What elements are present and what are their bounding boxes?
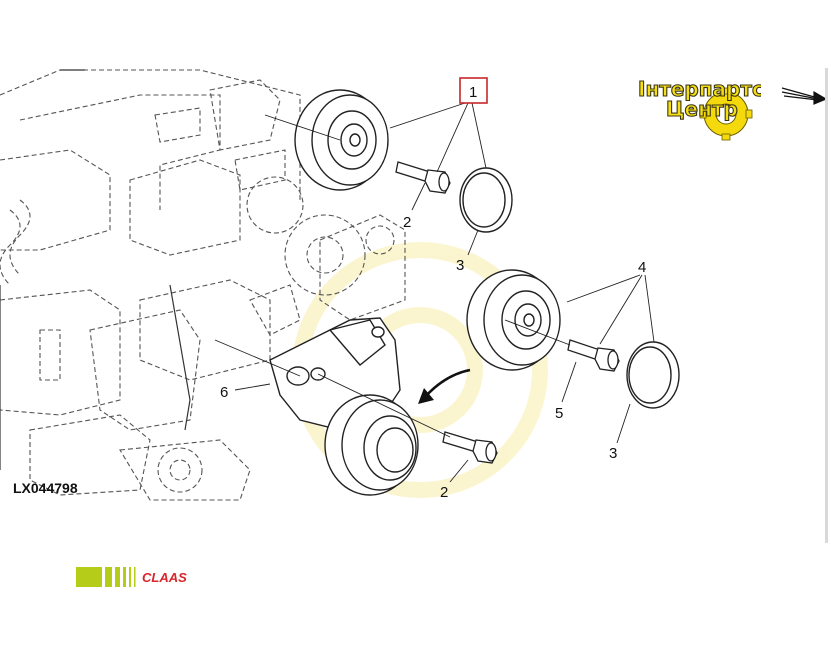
- callout-3-upper[interactable]: 3: [456, 257, 464, 274]
- callout-6[interactable]: 6: [220, 384, 228, 401]
- bolt-upper: [395, 161, 451, 194]
- assembly-axes: [214, 114, 571, 438]
- callout-1-box: [459, 77, 488, 104]
- idler-pulley-upper: [294, 89, 389, 191]
- callout-4[interactable]: 4: [638, 259, 646, 276]
- dust-cap-right: [626, 341, 680, 409]
- callout-2-lower[interactable]: 2: [440, 484, 448, 501]
- page-edge: [825, 68, 828, 543]
- engine-block-edges: [0, 69, 191, 470]
- gear-icon: [699, 87, 753, 141]
- bolt-right: [567, 339, 620, 372]
- callout-2-upper[interactable]: 2: [403, 214, 411, 231]
- logo-line-2: Центр: [666, 97, 738, 121]
- callout-1[interactable]: 1: [469, 84, 477, 101]
- callout-5[interactable]: 5: [555, 405, 563, 422]
- bolt-lower: [442, 431, 498, 464]
- callout-3-lower[interactable]: 3: [609, 445, 617, 462]
- view-arrow: [781, 87, 828, 105]
- idler-pulley-lower: [324, 394, 419, 496]
- claas-wordmark: CLAAS: [142, 570, 187, 585]
- claas-stripes-icon: [76, 567, 136, 587]
- engine-block: [0, 69, 406, 501]
- idler-pulley-right: [466, 269, 561, 371]
- figure-id: LX044798: [13, 480, 78, 496]
- logo-line-1: Інтерпартс: [638, 77, 761, 101]
- interparts-logo: Інтерпартс Центр: [637, 76, 761, 141]
- leader-lines: [234, 102, 655, 483]
- rotation-arrow: [418, 368, 471, 404]
- dust-cap-upper: [459, 167, 513, 233]
- claas-logo: CLAAS: [76, 567, 187, 587]
